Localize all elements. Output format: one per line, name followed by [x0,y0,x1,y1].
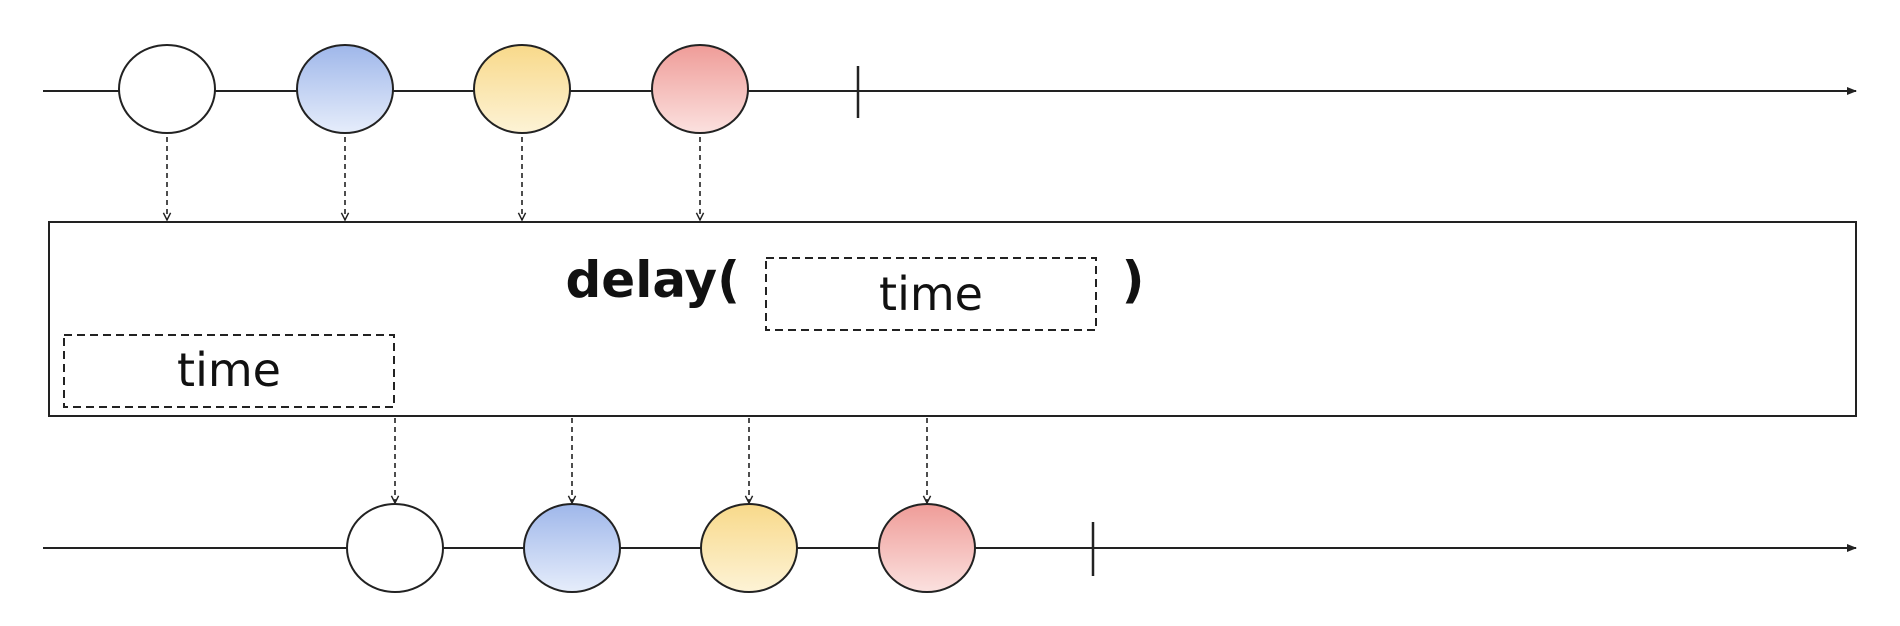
operator-param-box [765,257,1097,331]
operator-close-paren: ) [1122,251,1145,309]
source-marble-red [651,44,749,134]
source-marbles [118,44,749,134]
output-marble-red [878,503,976,593]
source-arrows [167,137,700,220]
output-marble-white [346,503,444,593]
output-marbles [346,503,976,593]
source-marble-yellow [473,44,571,134]
source-marble-white [118,44,216,134]
operator-box [48,221,1857,417]
delay-indicator-box [63,334,395,408]
source-marble-blue [296,44,394,134]
output-marble-yellow [700,503,798,593]
operator-param-text: time [879,267,983,321]
output-marble-blue [523,503,621,593]
operator-name: delay( [566,251,741,309]
delay-indicator-text: time [177,343,281,397]
output-arrows [395,418,927,503]
